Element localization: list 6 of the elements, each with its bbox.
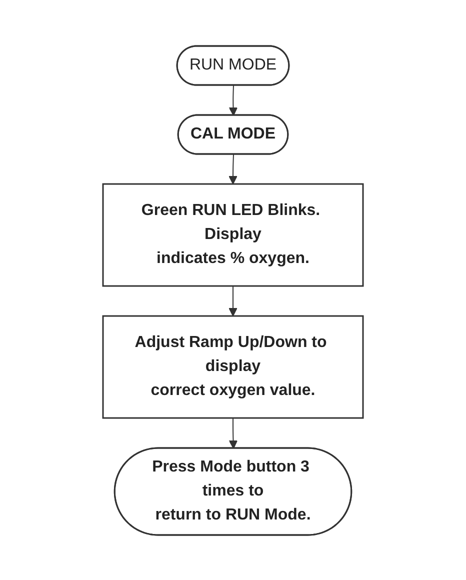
arrow — [228, 417, 238, 448]
node-box: Green RUN LED Blinks. Display indicates % oxygen. — [102, 182, 364, 286]
node-box: Adjust Ramp Up/Down to display correct oxygen value. — [102, 314, 364, 418]
arrow — [228, 154, 238, 184]
arrow — [228, 84, 238, 116]
arrow — [228, 285, 238, 316]
